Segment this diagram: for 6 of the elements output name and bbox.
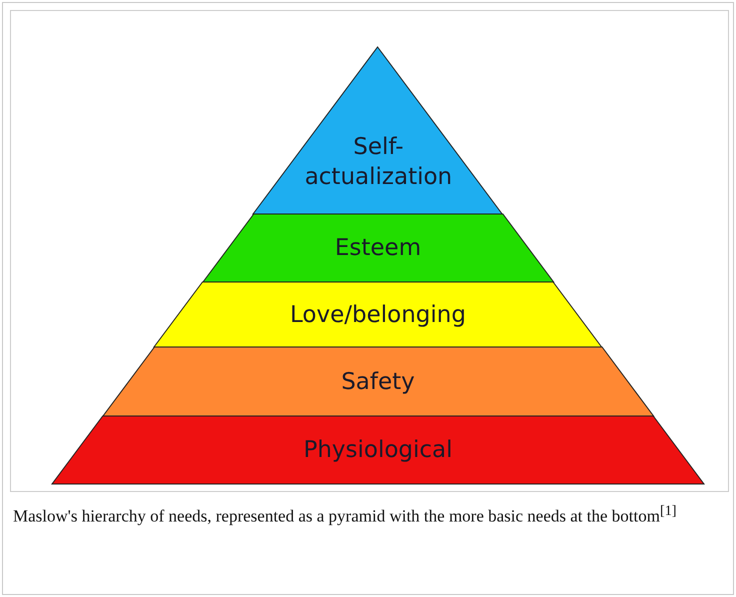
- level-label: Love/belonging: [290, 300, 466, 330]
- level-label: Safety: [341, 368, 415, 396]
- level-label: Esteem: [334, 234, 422, 263]
- level-label: Physiological: [303, 436, 453, 465]
- level-label: Self-actualization: [304, 133, 454, 192]
- caption: Maslow's hierarchy of needs, represented as a pyramid with the more basic needs at the bottom$^{[1]}$: [13, 502, 678, 528]
